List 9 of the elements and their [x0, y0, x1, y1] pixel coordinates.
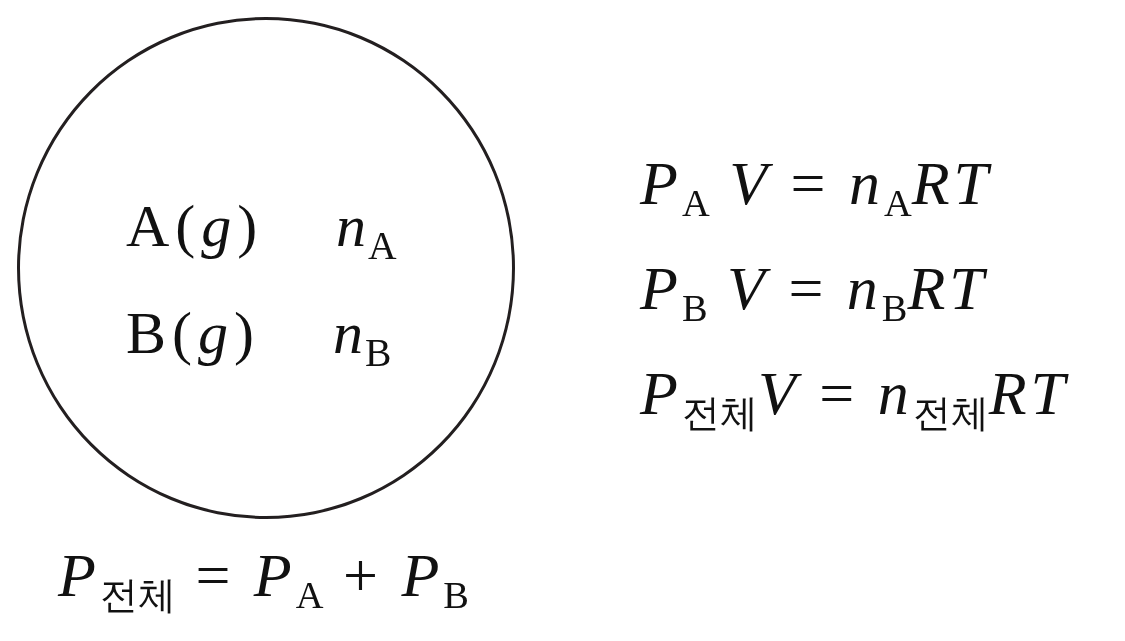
- container-circle: [17, 17, 515, 519]
- mole-amount: n$_{B}$: [333, 303, 394, 371]
- equation: P$_{B}$ V = n$_{B}$RT: [640, 257, 988, 331]
- mole-amount: n$_{A}$: [336, 196, 399, 264]
- gas-label: B(g): [126, 303, 260, 368]
- equation: P$_{전체}$V = n$_{전체}$RT: [640, 362, 1070, 436]
- gas-label: A(g): [126, 196, 264, 261]
- equation: P$_{A}$ V = n$_{A}$RT: [640, 152, 993, 226]
- equation: P$_{전체}$ = P$_{A}$ + P$_{B}$: [58, 544, 469, 618]
